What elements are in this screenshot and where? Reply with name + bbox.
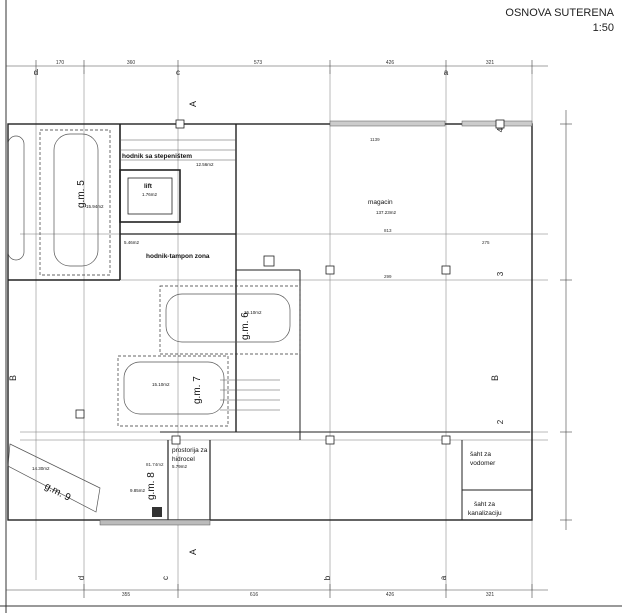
dim-299: 299 xyxy=(384,274,392,279)
axis-top-a: a xyxy=(444,68,449,77)
top-dimension-chain xyxy=(6,60,548,74)
parking-label-gm5: g.m. 5 xyxy=(76,180,87,208)
axis-right-4: 4 xyxy=(496,127,505,132)
parking-area-gm7: 15.10m2 xyxy=(152,382,170,387)
room-area-magacin: 137.23m2 xyxy=(376,210,397,215)
axis-right-3: 3 xyxy=(496,271,505,276)
axis-bottom-d: d xyxy=(77,576,86,580)
sheet-scale: 1:50 xyxy=(592,22,614,34)
dim-top-2: 360 xyxy=(127,60,136,66)
parking-area-gm8: 9.85m2 xyxy=(130,488,146,493)
section-side-left: B xyxy=(8,375,18,381)
dim-top-4: 426 xyxy=(386,60,395,66)
dim-top-1: 170 xyxy=(56,60,65,66)
lift-shaft xyxy=(119,169,181,223)
dim-bottom-1: 355 xyxy=(122,592,131,598)
parking-area-gm9: 14.30m2 xyxy=(32,466,50,471)
room-name-hidrocel-2: hidrocel xyxy=(172,456,195,463)
room-name-saht-kanalizacija-2: kanalizaciju xyxy=(468,510,502,517)
car-outlines xyxy=(7,133,291,513)
hidrocel-equipment xyxy=(152,507,162,517)
parking-label-gm7: g.m. 7 xyxy=(192,376,203,404)
room-name-saht-vodomer-2: vodomer xyxy=(470,460,496,467)
parking-label-gm9: g.m. 9 xyxy=(43,481,73,504)
dim-bottom-2: 616 xyxy=(250,592,259,598)
sheet-title: OSNOVA SUTERENA xyxy=(505,7,614,19)
room-area-hodnik-tampon: 5.46m2 xyxy=(124,240,140,245)
axis-right-2: 2 xyxy=(496,419,505,424)
room-name-hodnik-stepeniste: hodnik sa stepeništem xyxy=(122,153,192,160)
parking-bays xyxy=(39,129,301,427)
room-name-hidrocel-1: prostorija za xyxy=(172,447,208,454)
dim-top-5: 321 xyxy=(486,60,495,66)
dim-bottom-3: 426 xyxy=(386,592,395,598)
section-mark-top: A xyxy=(188,101,198,107)
room-area-hodnik-stepeniste: 12.56m2 xyxy=(196,162,214,167)
dim-275: 275 xyxy=(482,240,490,245)
room-area-lift: 1.76m2 xyxy=(142,192,158,197)
section-mark-bottom: A xyxy=(188,549,198,555)
dim-1139: 1139 xyxy=(370,137,380,142)
dim-bottom-4: 321 xyxy=(486,592,495,598)
section-side-right: B xyxy=(490,375,500,381)
dim-top-3: 573 xyxy=(254,60,263,66)
room-name-magacin: magacin xyxy=(368,199,393,206)
room-name-saht-kanalizacija-1: šaht za xyxy=(474,501,495,508)
parking-label-gm8: g.m. 8 xyxy=(146,472,157,500)
columns xyxy=(75,119,505,445)
sheet-title-block: OSNOVA SUTERENA 1:50 xyxy=(505,6,614,36)
room-area-hidrocel: 5.79m2 xyxy=(172,464,188,469)
area-small-room: 81.74m2 xyxy=(146,462,164,467)
axis-bottom-a: a xyxy=(439,575,448,580)
parking-area-gm6: 15.10m2 xyxy=(244,310,262,315)
room-name-lift: lift xyxy=(144,183,153,190)
axis-bottom-b: b xyxy=(323,575,332,580)
bottom-dimension-chain xyxy=(6,584,548,598)
axis-bottom-c: c xyxy=(161,576,170,580)
room-name-saht-vodomer-1: šaht za xyxy=(470,451,491,458)
right-dimension-chain xyxy=(560,110,572,530)
staircase xyxy=(120,139,280,411)
parking-area-gm5: 15.94m2 xyxy=(86,204,104,209)
room-name-hodnik-tampon: hodnik-tampon zona xyxy=(146,253,210,260)
dim-813: 813 xyxy=(384,228,392,233)
parking-label-gm6: g.m. 6 xyxy=(240,312,251,340)
